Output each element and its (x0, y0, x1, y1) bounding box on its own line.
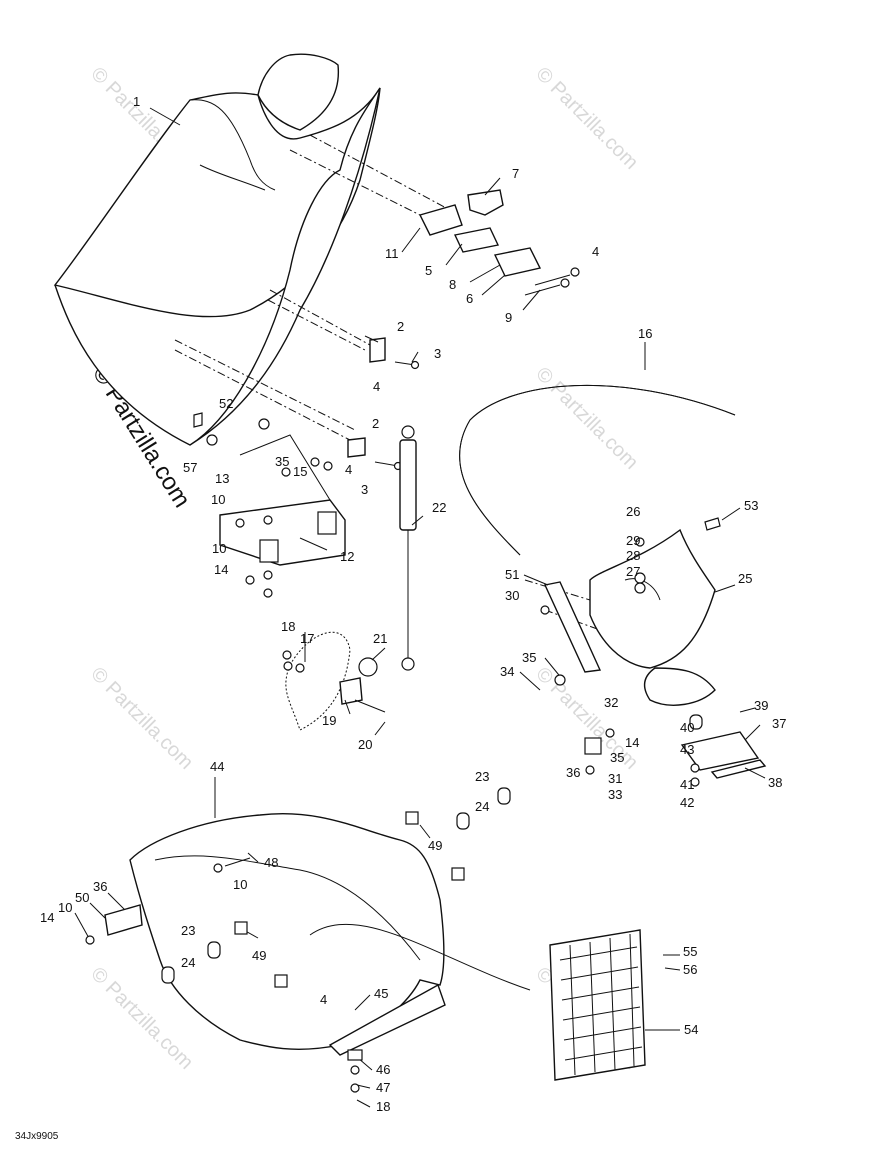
callout-label: 53 (744, 498, 758, 513)
reference-code: 34Jx9905 (15, 1131, 59, 1142)
callout-label: 15 (293, 464, 307, 479)
cargo-net (549, 929, 646, 1081)
callout-label: 35 (610, 750, 624, 765)
callout-label: 21 (373, 631, 387, 646)
callout-label: 18 (376, 1099, 390, 1114)
callout-labels: 1 7 11 4 5 8 6 9 2 16 3 4 52 2 57 35 15 … (15, 94, 786, 1142)
callout-label: 26 (626, 504, 640, 519)
callout-label: 49 (428, 838, 442, 853)
callout-label: 47 (376, 1080, 390, 1095)
callout-label: 48 (264, 855, 278, 870)
callout-label: 33 (608, 787, 622, 802)
callout-label: 22 (432, 500, 446, 515)
callout-label: 24 (181, 955, 195, 970)
callout-label: 46 (376, 1062, 390, 1077)
callout-label: 18 (281, 619, 295, 634)
callout-label: 1 (133, 94, 140, 109)
callout-label: 4 (345, 462, 352, 477)
callout-label: 14 (214, 562, 228, 577)
hardware-items (85, 412, 721, 1093)
callout-label: 19 (322, 713, 336, 728)
callout-label: 37 (772, 716, 786, 731)
callout-label: 2 (372, 416, 379, 431)
callout-label: 3 (361, 482, 368, 497)
callout-label: 27 (626, 564, 640, 579)
callout-label: 57 (183, 460, 197, 475)
callout-label: 8 (449, 277, 456, 292)
callout-label: 43 (680, 742, 694, 757)
callout-label: 50 (75, 890, 89, 905)
callout-label: 55 (683, 944, 697, 959)
callout-label: 16 (638, 326, 652, 341)
callout-label: 7 (512, 166, 519, 181)
callout-label: 5 (425, 263, 432, 278)
callout-label: 10 (233, 877, 247, 892)
callout-label: 23 (181, 923, 195, 938)
callout-label: 32 (604, 695, 618, 710)
callout-label: 39 (754, 698, 768, 713)
callout-label: 17 (300, 631, 314, 646)
watermark: © Partzilla.com (86, 663, 197, 774)
watermark: © Partzilla.com (531, 63, 642, 174)
callout-label: 4 (592, 244, 599, 259)
callout-label: 31 (608, 771, 622, 786)
slide-plate (680, 731, 767, 779)
callout-label: 4 (373, 379, 380, 394)
mount-brackets (418, 189, 580, 296)
callout-label: 41 (680, 777, 694, 792)
callout-label: 3 (434, 346, 441, 361)
callout-label: 34 (500, 664, 514, 679)
hose (459, 384, 736, 556)
side-bracket (543, 581, 602, 673)
callout-label: 13 (215, 471, 229, 486)
callout-label: 35 (522, 650, 536, 665)
watermark: © Partzilla.com (531, 363, 642, 474)
gas-strut (399, 425, 417, 671)
callout-label: 54 (684, 1022, 698, 1037)
callout-label: 44 (210, 759, 224, 774)
callout-label: 6 (466, 291, 473, 306)
storage-tub (129, 812, 531, 1056)
callout-label: 20 (358, 737, 372, 752)
callout-label: 56 (683, 962, 697, 977)
callout-label: 10 (212, 541, 226, 556)
watermark: © Partzilla.com (531, 663, 642, 774)
callout-label: 28 (626, 548, 640, 563)
callout-label: 38 (768, 775, 782, 790)
windshield (53, 53, 381, 446)
callout-label: 30 (505, 588, 519, 603)
callout-label: 51 (505, 567, 519, 582)
callout-label: 49 (252, 948, 266, 963)
callout-label: 40 (680, 720, 694, 735)
strut-bracket (285, 631, 386, 731)
callout-label: 4 (320, 992, 327, 1007)
callout-label: 23 (475, 769, 489, 784)
callout-label: 45 (374, 986, 388, 1001)
callout-label: 42 (680, 795, 694, 810)
callout-label: 10 (58, 900, 72, 915)
callout-label: 9 (505, 310, 512, 325)
callout-label: 24 (475, 799, 489, 814)
glove-box (589, 528, 716, 706)
callout-label: 36 (93, 879, 107, 894)
callout-label: 12 (340, 549, 354, 564)
callout-label: 14 (40, 910, 54, 925)
callout-label: 36 (566, 765, 580, 780)
callout-label: 52 (219, 396, 233, 411)
callout-label: 2 (397, 319, 404, 334)
callout-label: 35 (275, 454, 289, 469)
callout-label: 14 (625, 735, 639, 750)
mount-block (219, 434, 346, 566)
callout-label: 11 (385, 246, 399, 261)
callout-label: 10 (211, 492, 225, 507)
callout-label: 29 (626, 533, 640, 548)
callout-label: 25 (738, 571, 752, 586)
